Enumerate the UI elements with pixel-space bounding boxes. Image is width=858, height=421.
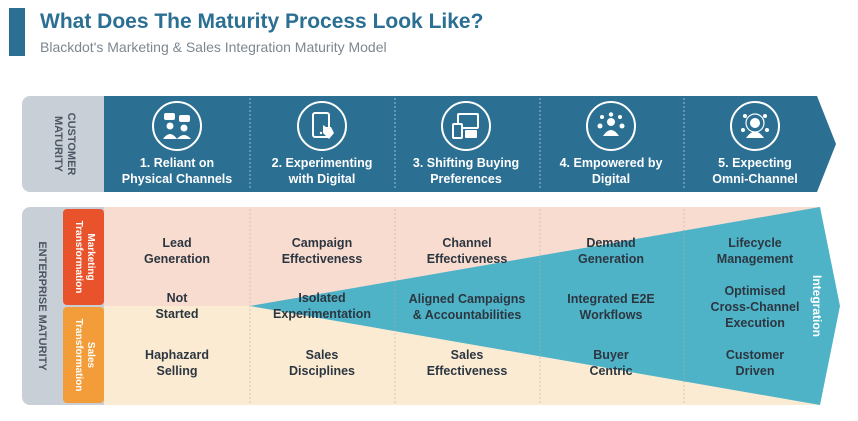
marketing-cell-1: Lead Generation xyxy=(107,235,247,267)
stage-1-line2: Physical Channels xyxy=(121,172,233,186)
middle-cell-5-line2: Cross-Channel xyxy=(710,300,800,314)
customer-maturity-label-line1: CUSTOMER xyxy=(65,112,77,176)
sales-cell-5-line1: Customer xyxy=(725,348,785,362)
marketing-cell-5-line2: Management xyxy=(716,252,794,266)
marketing-cell-3: Channel Effectiveness xyxy=(397,235,537,267)
marketing-label-line2: Transformation xyxy=(73,220,84,294)
marketing-cell-3-line1: Channel xyxy=(442,236,492,250)
middle-cell-1-line1: Not xyxy=(166,291,188,305)
customer-maturity-side-panel xyxy=(22,96,112,192)
middle-cell-4: Integrated E2E Workflows xyxy=(541,291,681,323)
marketing-cell-4: Demand Generation xyxy=(541,235,681,267)
multi-device-icon xyxy=(441,101,491,151)
middle-cell-1: Not Started xyxy=(107,290,247,322)
sales-cell-5-line2: Driven xyxy=(735,364,775,378)
touch-tablet-icon xyxy=(297,101,347,151)
stage-3-line1: 3. Shifting Buying xyxy=(412,156,520,170)
middle-cell-3-line1: Aligned Campaigns xyxy=(408,292,526,306)
marketing-cell-5-line1: Lifecycle xyxy=(728,236,782,250)
marketing-transformation-label: Marketing Transformation xyxy=(72,221,96,294)
sales-cell-1: Haphazard Selling xyxy=(107,347,247,379)
stage-dividers xyxy=(249,98,685,190)
stage-3-label: 3. Shifting Buying Preferences xyxy=(396,155,536,187)
customer-maturity-label-line2: MATURITY xyxy=(52,115,64,172)
page-title: What Does The Maturity Process Look Like… xyxy=(40,10,484,33)
middle-cell-2: Isolated Experimentation xyxy=(252,290,392,322)
marketing-cell-1-line2: Generation xyxy=(144,252,210,266)
title-accent-bar xyxy=(9,8,25,56)
sales-transformation-label: Sales Transformation xyxy=(72,319,96,392)
stage-2-line2: with Digital xyxy=(288,172,356,186)
enterprise-dividers xyxy=(249,209,685,403)
stage-5-label: 5. Expecting Omni-Channel xyxy=(685,155,825,187)
sales-cell-1-line2: Selling xyxy=(156,364,198,378)
stage-2-label: 2. Experimenting with Digital xyxy=(252,155,392,187)
middle-cell-2-line1: Isolated xyxy=(298,291,346,305)
stage-1-label: 1. Reliant on Physical Channels xyxy=(107,155,247,187)
sales-label-line1: Sales xyxy=(85,341,96,369)
middle-cell-4-line2: Workflows xyxy=(579,308,643,322)
stage-2-line1: 2. Experimenting xyxy=(271,156,373,170)
marketing-cell-2-line2: Effectiveness xyxy=(281,252,363,266)
middle-cell-2-line2: Experimentation xyxy=(273,307,371,321)
connected-person-icon xyxy=(730,101,780,151)
sales-label-line2: Transformation xyxy=(73,318,84,392)
sales-cell-4-line1: Buyer xyxy=(593,348,629,362)
stage-3-line2: Preferences xyxy=(430,172,502,186)
middle-cell-5-line1: Optimised xyxy=(724,284,786,298)
sales-cell-3-line1: Sales xyxy=(450,348,484,362)
middle-cell-3-line2: & Accountabilities xyxy=(412,308,522,322)
sales-transformation-tab xyxy=(63,307,104,403)
middle-cell-5: Optimised Cross-Channel Execution xyxy=(685,283,825,331)
marketing-label-line1: Marketing xyxy=(85,233,96,281)
marketing-cell-4-line1: Demand xyxy=(586,236,636,250)
sales-cell-3-line2: Effectiveness xyxy=(426,364,508,378)
sales-cell-2: Sales Disciplines xyxy=(252,347,392,379)
stage-4-label: 4. Empowered by Digital xyxy=(541,155,681,187)
stage-5-line1: 5. Expecting xyxy=(718,156,792,170)
sales-cell-1-line1: Haphazard xyxy=(145,348,209,362)
customer-maturity-label: CUSTOMER MATURITY xyxy=(51,94,77,194)
conversation-people-icon xyxy=(152,101,202,151)
stage-4-line1: 4. Empowered by xyxy=(559,156,663,170)
marketing-cell-2: Campaign Effectiveness xyxy=(252,235,392,267)
stage-5-line2: Omni-Channel xyxy=(712,172,798,186)
sales-cell-4: Buyer Centric xyxy=(541,347,681,379)
middle-cell-5-line3: Execution xyxy=(725,316,785,330)
marketing-cell-3-line2: Effectiveness xyxy=(426,252,508,266)
page-subtitle: Blackdot's Marketing & Sales Integration… xyxy=(40,39,387,55)
stage-4-line2: Digital xyxy=(591,172,631,186)
middle-cell-3: Aligned Campaigns & Accountabilities xyxy=(397,291,537,323)
sales-cell-2-line1: Sales xyxy=(305,348,339,362)
sales-cell-5: Customer Driven xyxy=(685,347,825,379)
marketing-transformation-tab xyxy=(63,209,104,305)
sales-cell-2-line2: Disciplines xyxy=(289,364,355,378)
stage-1-line1: 1. Reliant on xyxy=(139,156,215,170)
enterprise-maturity-label: ENTERPRISE MATURITY xyxy=(36,241,48,371)
marketing-cell-2-line1: Campaign xyxy=(291,236,353,250)
network-people-icon xyxy=(586,101,636,151)
integration-label: Integration xyxy=(810,275,824,337)
marketing-cell-5: Lifecycle Management xyxy=(685,235,825,267)
sales-cell-4-line2: Centric xyxy=(589,364,633,378)
marketing-cell-1-line1: Lead xyxy=(162,236,192,250)
middle-cell-4-line1: Integrated E2E xyxy=(567,292,655,306)
integration-wedge xyxy=(250,207,840,405)
middle-cell-1-line2: Started xyxy=(155,307,199,321)
marketing-cell-4-line2: Generation xyxy=(578,252,644,266)
sales-cell-3: Sales Effectiveness xyxy=(397,347,537,379)
